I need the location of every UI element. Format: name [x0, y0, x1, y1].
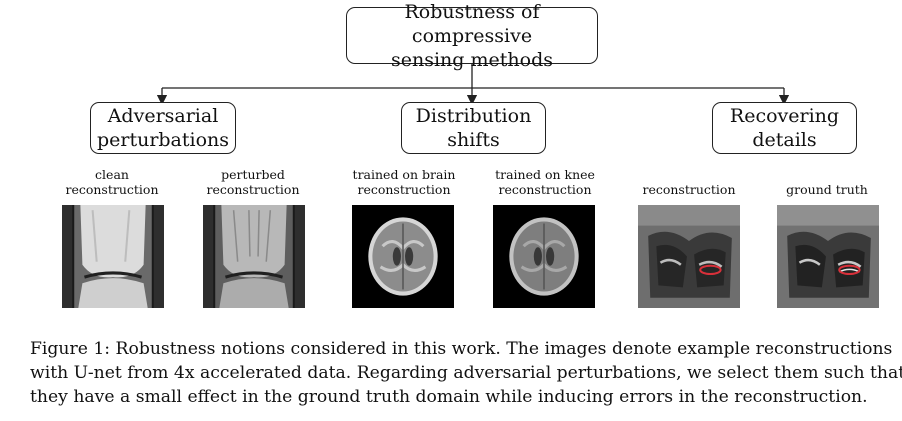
image-ground-truth: [777, 205, 879, 308]
category-adversarial-line1: Adversarial: [107, 105, 219, 127]
category-adversarial-line2: perturbations: [96, 129, 230, 151]
root-title-line1: Robustness of compressive: [404, 0, 540, 47]
category-adversarial-box: Adversarial perturbations: [90, 102, 236, 154]
category-distribution-box: Distribution shifts: [401, 102, 546, 154]
root-title-line2: sensing methods: [391, 48, 553, 71]
category-recovering-box: Recovering details: [712, 102, 857, 154]
label-ground-truth: ground truth: [786, 182, 868, 197]
category-distribution-line2: shifts: [447, 129, 500, 151]
caption-line-2: with U-net from 4x accelerated data. Reg…: [30, 363, 902, 383]
image-reconstruction: [638, 205, 740, 308]
category-distribution-line1: Distribution: [415, 105, 532, 127]
label-reconstruction: reconstruction: [642, 182, 736, 197]
image-trained-knee: [493, 205, 595, 308]
caption-line-3: they have a small effect in the ground t…: [30, 387, 868, 407]
category-recovering-line1: Recovering: [729, 105, 840, 127]
root-box: Robustness of compressive sensing method…: [346, 1, 598, 71]
category-recovering-line2: details: [752, 129, 817, 151]
figure-caption: Figure 1: Robustness notions considered …: [30, 337, 902, 409]
image-perturbed-reconstruction: [203, 205, 305, 308]
image-clean-reconstruction: [62, 205, 164, 308]
image-trained-brain: [352, 205, 454, 308]
caption-line-1: Figure 1: Robustness notions considered …: [30, 339, 893, 359]
